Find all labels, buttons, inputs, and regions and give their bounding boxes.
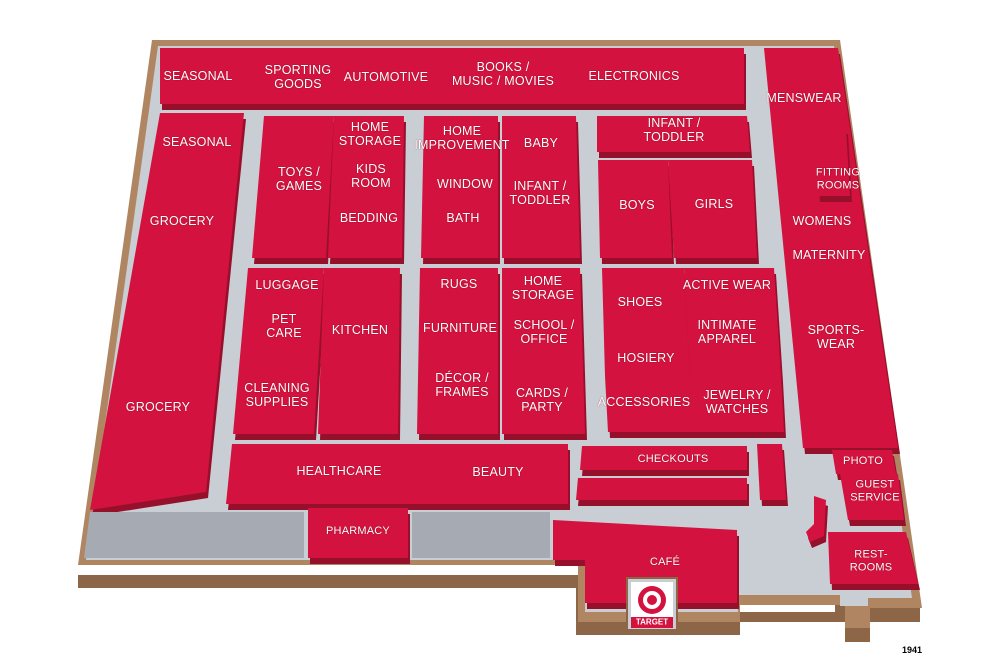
building-wall-side [78, 575, 920, 642]
stockroom-right [412, 512, 550, 558]
label-infant-toddler-2: INFANT / TODDLER [643, 116, 705, 144]
block-checkouts-1 [580, 446, 747, 470]
label-home-improvement: HOME IMPROVEMENT [414, 124, 510, 152]
label-fitting-rooms: FITTING ROOMS [815, 166, 861, 192]
block-shoes-hosiery [602, 268, 690, 376]
label-cafe: CAFÉ [649, 555, 681, 568]
label-seasonal-left: SEASONAL [162, 135, 232, 149]
label-kids-room: KIDS ROOM [351, 162, 391, 190]
label-toys-games: TOYS / GAMES [275, 165, 323, 193]
block-checkouts-2 [576, 478, 747, 500]
label-baby: BABY [523, 136, 559, 150]
block-healthcare-beauty [226, 444, 568, 504]
label-kitchen: KITCHEN [331, 323, 389, 337]
label-photo: PHOTO [843, 454, 883, 467]
block-rugs-decor [417, 268, 498, 434]
block-accessories-jewelry [605, 376, 784, 432]
label-healthcare: HEALTHCARE [296, 464, 382, 478]
label-decor-frames: DÉCOR / FRAMES [435, 371, 489, 399]
label-automotive: AUTOMOTIVE [343, 70, 429, 84]
label-beauty: BEAUTY [472, 465, 524, 479]
label-jewelry-watches: JEWELRY / WATCHES [703, 388, 771, 416]
label-seasonal-top: SEASONAL [163, 69, 233, 83]
block-fitting-rooms [814, 128, 850, 196]
stockroom-left [84, 512, 304, 558]
block-home-storage-bedding [328, 116, 404, 258]
department-blocks [84, 48, 920, 609]
block-service-curve [806, 496, 826, 542]
block-home-storage-cards [502, 268, 585, 434]
label-grocery-upper: GROCERY [149, 214, 215, 228]
block-baby-infant [502, 116, 580, 258]
block-top-row [160, 48, 744, 104]
label-furniture: FURNITURE [422, 321, 498, 335]
label-sportswear: SPORTS- WEAR [807, 323, 865, 351]
label-school-office: SCHOOL / OFFICE [513, 318, 575, 346]
label-boys: BOYS [619, 198, 655, 212]
label-books-music-movies: BOOKS / MUSIC / MOVIES [451, 60, 555, 88]
map-code: 1941 [901, 645, 923, 655]
block-toys-games [252, 116, 334, 258]
label-checkouts: CHECKOUTS [637, 452, 709, 465]
block-guest-service [840, 474, 904, 520]
label-menswear: MENSWEAR [766, 91, 842, 105]
label-cards-party: CARDS / PARTY [515, 386, 569, 414]
label-girls: GIRLS [694, 197, 734, 211]
label-shoes: SHOES [617, 295, 663, 309]
label-womens: WOMENS [792, 214, 852, 228]
label-window: WINDOW [436, 177, 494, 191]
block-home-improvement [421, 116, 498, 258]
label-bath: BATH [446, 211, 480, 225]
block-active-intimate [684, 268, 781, 376]
block-luggage-cleaning [233, 268, 324, 434]
label-restrooms: REST- ROOMS [849, 548, 893, 574]
block-cafe [553, 520, 737, 603]
label-luggage: LUGGAGE [255, 278, 319, 292]
label-cleaning-supplies: CLEANING SUPPLIES [244, 381, 310, 409]
target-logo [626, 577, 678, 631]
block-menswear-column [764, 48, 898, 448]
label-maternity: MATERNITY [792, 248, 866, 262]
label-sporting-goods: SPORTING GOODS [264, 63, 332, 91]
label-grocery-lower: GROCERY [125, 400, 191, 414]
label-infant-toddler-1: INFANT / TODDLER [509, 179, 571, 207]
label-electronics: ELECTRONICS [588, 69, 680, 83]
block-photo [832, 450, 896, 474]
label-home-storage-1: HOME STORAGE [338, 120, 402, 148]
label-guest-service: GUEST SERVICE [850, 478, 900, 504]
label-accessories: ACCESSORIES [597, 395, 691, 409]
block-infant-toddler-2 [597, 116, 750, 152]
label-pet-care: PET CARE [266, 312, 302, 340]
label-hosiery: HOSIERY [617, 351, 675, 365]
label-pharmacy: PHARMACY [326, 524, 390, 537]
label-home-storage-2: HOME STORAGE [511, 274, 575, 302]
target-logo-text: TARGET [635, 617, 669, 627]
label-rugs: RUGS [440, 277, 478, 291]
block-restrooms [828, 532, 918, 584]
block-seasonal-grocery [90, 113, 244, 510]
block-pharmacy [308, 508, 408, 558]
block-boys [598, 160, 672, 258]
block-girls [668, 160, 757, 258]
label-intimate-apparel: INTIMATE APPAREL [697, 318, 757, 346]
block-checkouts-3 [757, 444, 786, 500]
label-active-wear: ACTIVE WEAR [682, 278, 772, 292]
label-bedding: BEDDING [339, 211, 399, 225]
block-kitchen [318, 268, 400, 434]
